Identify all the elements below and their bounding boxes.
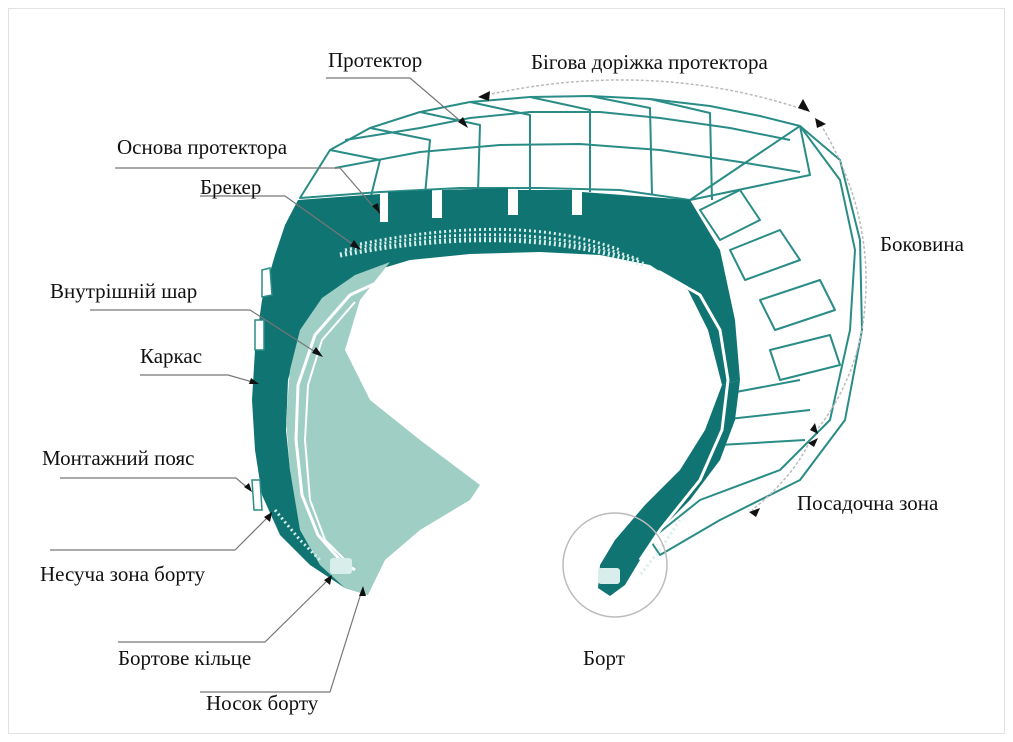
label-bead-toe: Носок борту: [206, 693, 318, 714]
label-sidewall: Боковина: [880, 234, 964, 255]
label-tread-track: Бігова доріжка протектора: [531, 52, 768, 73]
label-bead-load-zone: Несуча зона борту: [40, 564, 205, 585]
label-bead-ring: Бортове кільце: [118, 648, 251, 669]
label-tread: Протектор: [328, 50, 422, 71]
label-mounting-belt: Монтажний пояс: [42, 448, 194, 469]
label-tread-base: Основа протектора: [117, 137, 287, 158]
right-bead: [598, 380, 740, 596]
label-inner-layer: Внутрішній шар: [50, 281, 197, 302]
label-breaker: Брекер: [200, 177, 261, 198]
label-seating-zone: Посадочна зона: [797, 493, 938, 514]
label-bead: Борт: [583, 648, 625, 669]
label-carcass: Каркас: [140, 346, 202, 367]
inner-liner-fill: [286, 262, 480, 595]
